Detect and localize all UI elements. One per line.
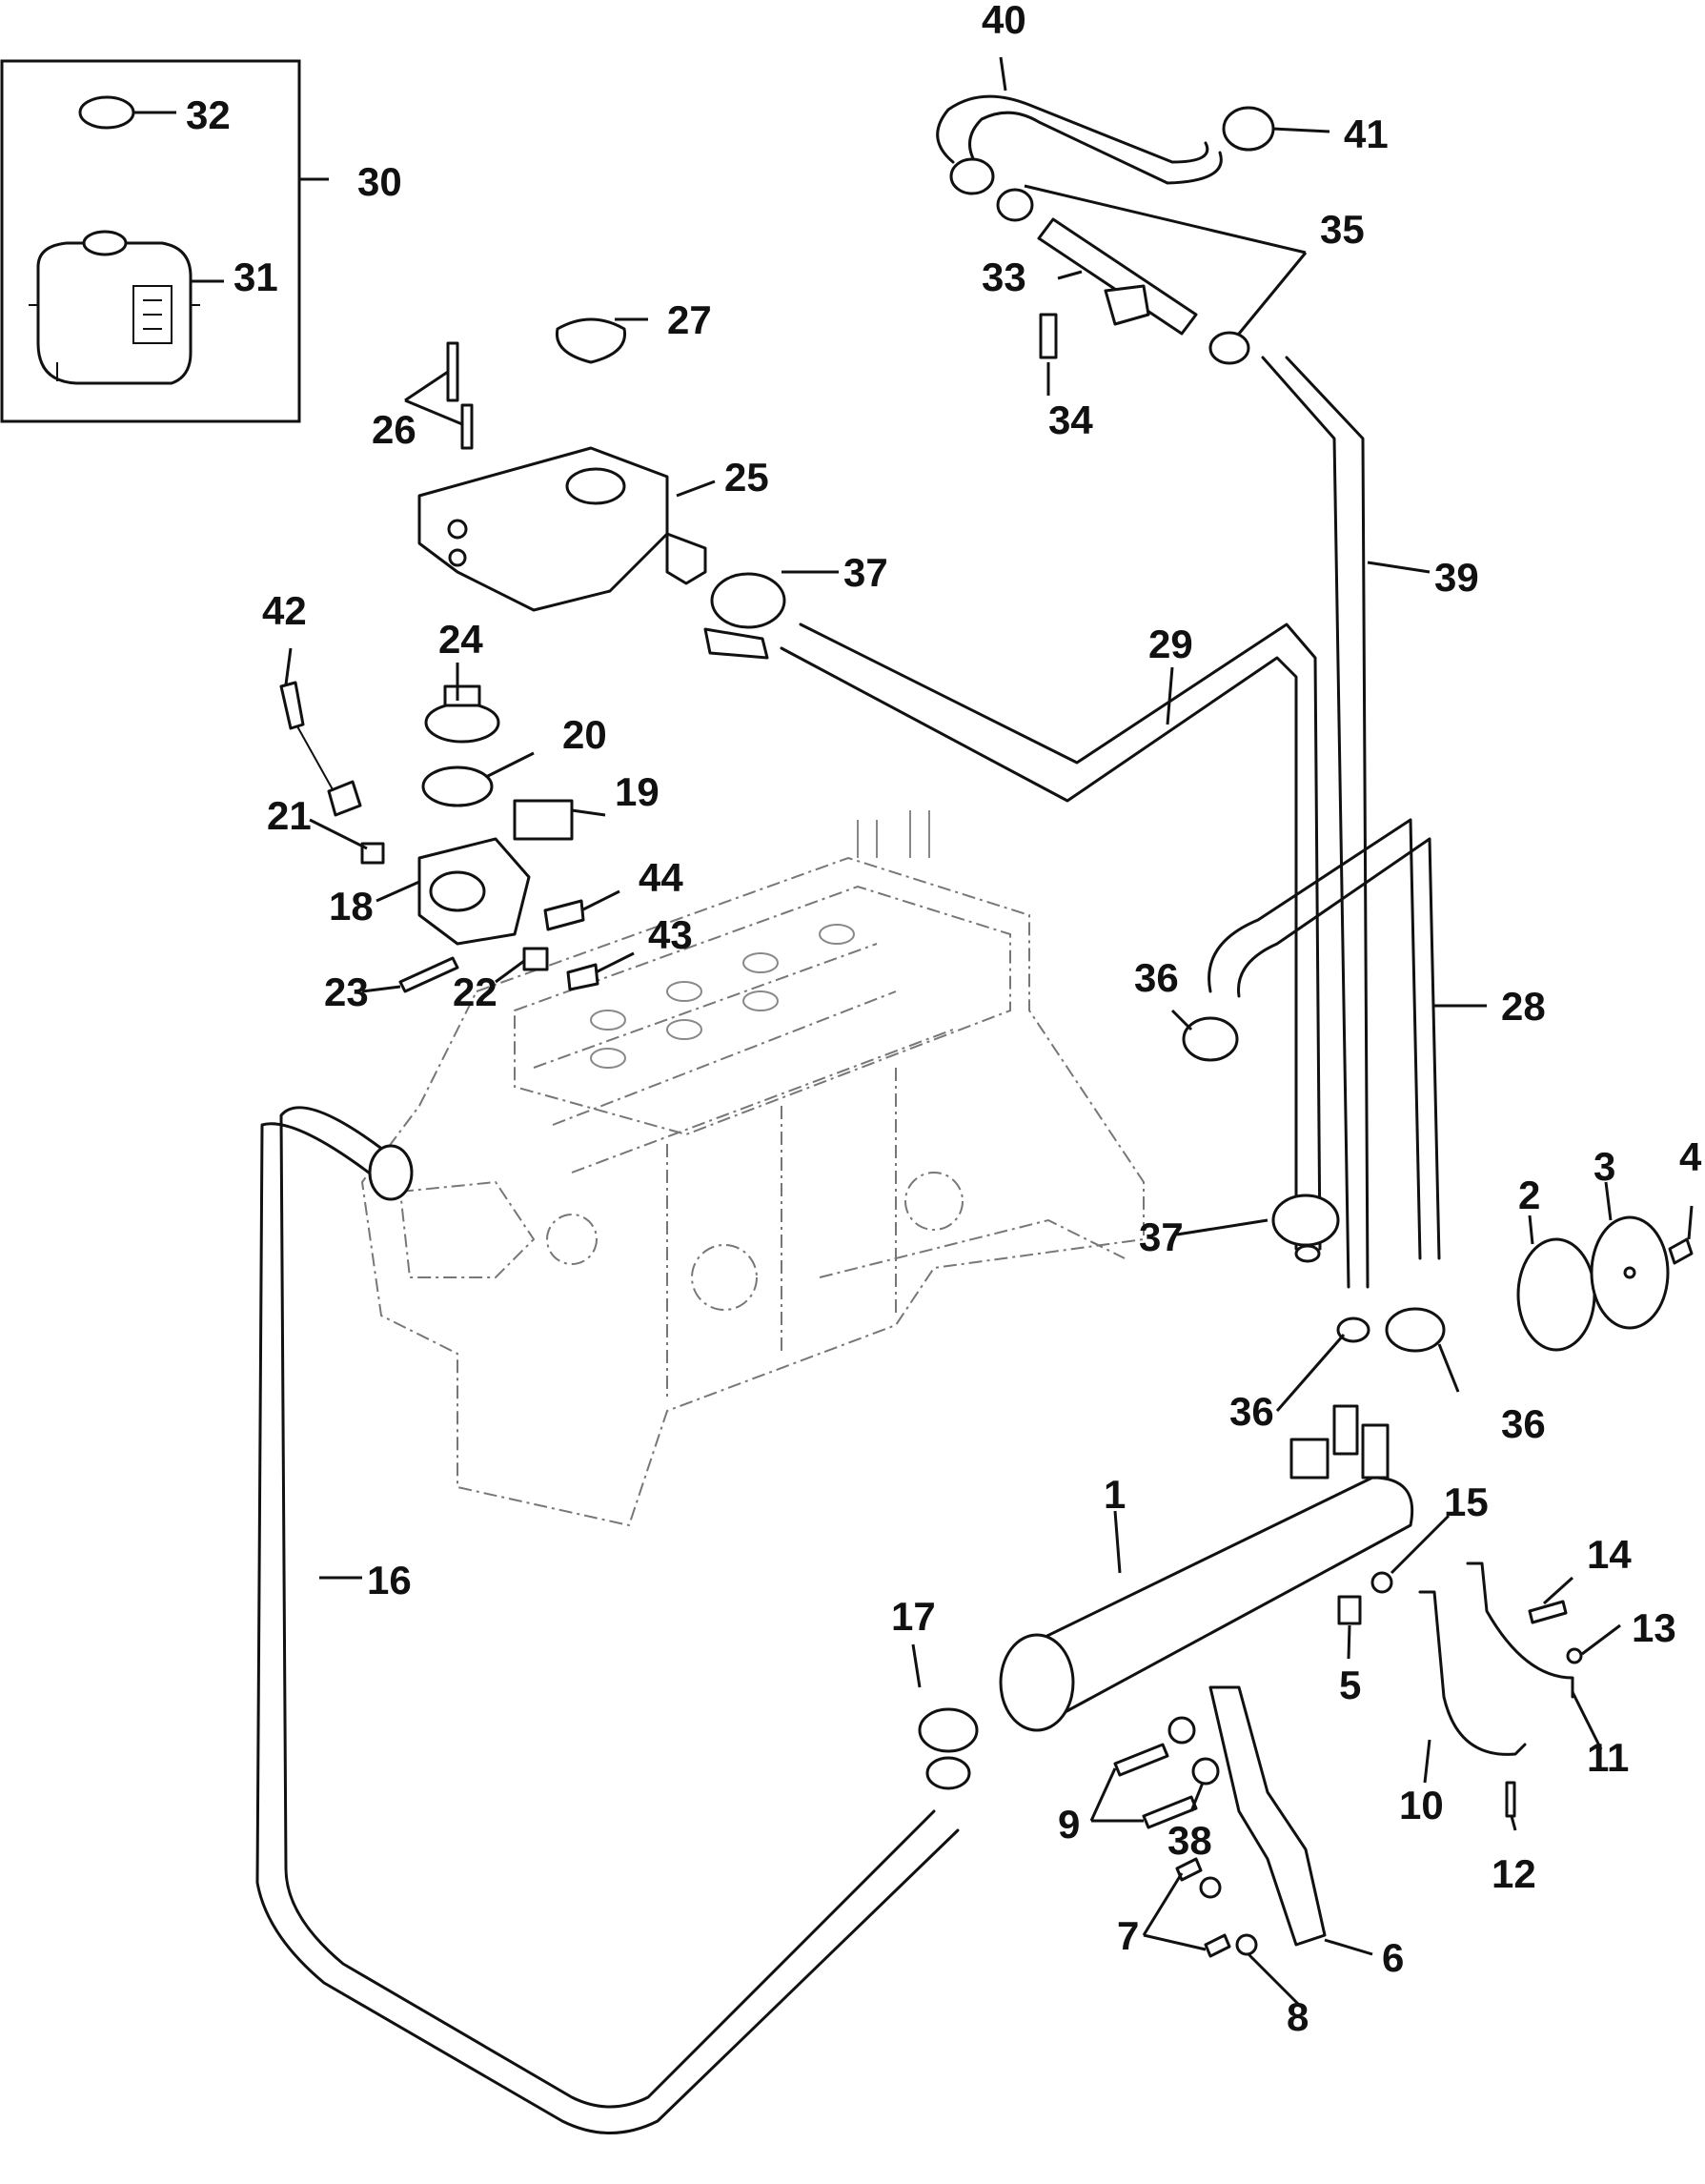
callout-14: 14 bbox=[1587, 1532, 1632, 1577]
hose-clamp-36-mid bbox=[1336, 1317, 1370, 1343]
callout-8: 8 bbox=[1287, 1994, 1309, 2039]
callout-1: 1 bbox=[1104, 1472, 1126, 1517]
callout-30: 30 bbox=[357, 159, 402, 204]
hose-clamp-41 bbox=[1222, 106, 1275, 152]
callout-22: 22 bbox=[453, 970, 497, 1014]
nut-13 bbox=[1566, 1647, 1583, 1664]
bolts-7 bbox=[1175, 1857, 1231, 1958]
callout-5: 5 bbox=[1339, 1663, 1361, 1707]
hose-clamp-35-top bbox=[996, 188, 1034, 222]
sender-43 bbox=[566, 963, 599, 991]
bolt-34 bbox=[1039, 313, 1058, 359]
callout-26: 26 bbox=[372, 407, 416, 452]
callout-32: 32 bbox=[186, 92, 231, 137]
callout-27: 27 bbox=[667, 297, 712, 342]
callout-43: 43 bbox=[648, 912, 693, 957]
callout-15: 15 bbox=[1444, 1480, 1489, 1524]
thermostat-24 bbox=[424, 684, 500, 744]
drain-plug-5 bbox=[1337, 1595, 1362, 1625]
seal-ring-20 bbox=[421, 765, 494, 807]
callout-35: 35 bbox=[1320, 207, 1365, 252]
callout-38: 38 bbox=[1167, 1818, 1212, 1863]
sensor-44 bbox=[543, 899, 585, 931]
callout-11: 11 bbox=[1587, 1735, 1629, 1780]
screw-4 bbox=[1668, 1237, 1694, 1265]
callout-42: 42 bbox=[262, 588, 307, 633]
callout-21: 21 bbox=[267, 793, 312, 838]
callout-31: 31 bbox=[233, 255, 278, 299]
reservoir-cap bbox=[78, 95, 135, 130]
callout-37-lower: 37 bbox=[1139, 1214, 1184, 1259]
callout-4: 4 bbox=[1679, 1134, 1702, 1179]
callout-37-top: 37 bbox=[843, 550, 888, 595]
callout-36-mid: 36 bbox=[1229, 1389, 1274, 1434]
callout-44: 44 bbox=[639, 855, 683, 900]
callout-16: 16 bbox=[367, 1558, 412, 1602]
callout-23: 23 bbox=[324, 970, 369, 1014]
gasket-19 bbox=[513, 799, 574, 841]
callout-34: 34 bbox=[1048, 398, 1093, 442]
bolts-9 bbox=[1113, 1743, 1198, 1829]
callout-40: 40 bbox=[982, 0, 1026, 42]
bolt-23 bbox=[398, 956, 459, 993]
callout-29: 29 bbox=[1148, 622, 1193, 666]
hose-clamp-37-lower bbox=[1271, 1194, 1340, 1247]
bracket-6 bbox=[1208, 1685, 1327, 1947]
hose-28 bbox=[1208, 818, 1441, 1260]
hose-39 bbox=[1261, 356, 1370, 1289]
callout-13: 13 bbox=[1632, 1605, 1676, 1650]
hose-clamp-37-top bbox=[703, 572, 786, 660]
callout-41: 41 bbox=[1344, 112, 1389, 156]
callout-36-right: 36 bbox=[1501, 1401, 1546, 1446]
end-cover-3 bbox=[1590, 1215, 1670, 1330]
washers-38 bbox=[1167, 1716, 1220, 1786]
engine-block-outline bbox=[360, 810, 1145, 1527]
water-outlet-housing-18 bbox=[417, 837, 531, 946]
hose-clamp-36-upper bbox=[1182, 1016, 1239, 1062]
callout-12: 12 bbox=[1492, 1851, 1536, 1896]
hose-clamp-17 bbox=[918, 1707, 979, 1753]
hose-16 bbox=[255, 1106, 971, 2134]
plug-21 bbox=[360, 842, 385, 865]
reservoir-inset-box bbox=[0, 59, 301, 423]
sensor-lead-42 bbox=[279, 681, 362, 817]
callout-9: 9 bbox=[1058, 1802, 1080, 1847]
callout-33: 33 bbox=[982, 255, 1026, 299]
strap-11 bbox=[1466, 1561, 1574, 1699]
screw-14 bbox=[1528, 1600, 1568, 1624]
callout-18: 18 bbox=[329, 884, 374, 929]
callout-2: 2 bbox=[1518, 1173, 1540, 1217]
callout-20: 20 bbox=[562, 712, 607, 757]
callout-10: 10 bbox=[1399, 1783, 1444, 1827]
callout-labels: 40 41 35 33 34 39 32 30 31 27 26 25 37 4… bbox=[186, 0, 1702, 2039]
callout-7: 7 bbox=[1117, 1913, 1139, 1958]
leader-lines bbox=[133, 56, 1694, 2009]
washers-8 bbox=[1199, 1876, 1258, 1956]
coolant-reservoir bbox=[36, 241, 193, 385]
callout-19: 19 bbox=[615, 769, 660, 814]
strap-10 bbox=[1418, 1590, 1527, 1756]
tube-33 bbox=[1037, 217, 1198, 336]
hose-40 bbox=[936, 94, 1223, 195]
hose-clamp-35-bottom bbox=[1208, 331, 1250, 365]
callout-39: 39 bbox=[1434, 555, 1479, 600]
thermostat-housing-cover bbox=[417, 446, 707, 612]
heat-exchanger-1 bbox=[999, 1404, 1414, 1732]
bolts-26 bbox=[446, 341, 474, 450]
callout-25: 25 bbox=[724, 455, 769, 500]
callout-6: 6 bbox=[1382, 1935, 1404, 1980]
bolt-12 bbox=[1505, 1781, 1516, 1818]
hose-29 bbox=[780, 623, 1322, 1263]
callout-36-upper: 36 bbox=[1134, 955, 1179, 1000]
callout-3: 3 bbox=[1593, 1144, 1615, 1189]
hose-clamp-36-right bbox=[1385, 1307, 1446, 1353]
thermostat-gasket-27 bbox=[555, 317, 627, 364]
callout-24: 24 bbox=[438, 617, 483, 662]
plug-22 bbox=[522, 947, 549, 971]
callout-17: 17 bbox=[891, 1594, 936, 1639]
callout-28: 28 bbox=[1501, 984, 1546, 1029]
o-ring-2 bbox=[1516, 1237, 1596, 1352]
washer-15 bbox=[1370, 1571, 1393, 1594]
